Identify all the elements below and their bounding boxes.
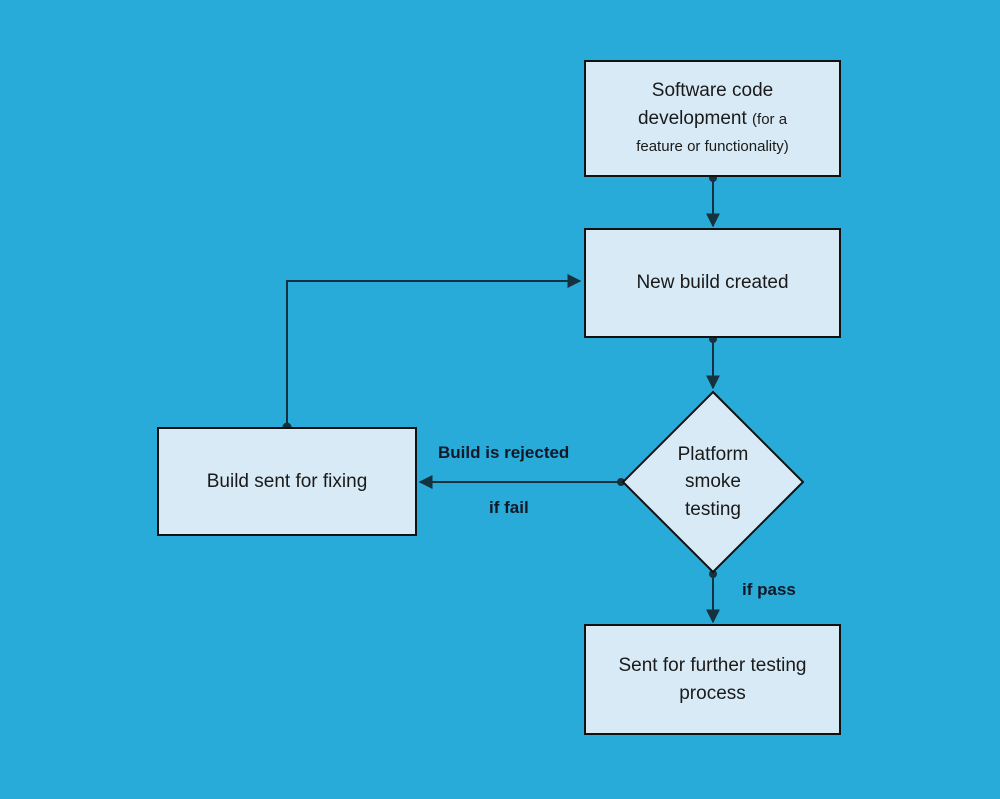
node-software-code-development[interactable]: Software code development (for a feature o… — [584, 60, 841, 177]
edge-new-build-to-smoke-testing — [706, 335, 720, 390]
edge-label-if-fail: if fail — [489, 498, 529, 517]
node-label: Build sent for fixing — [206, 470, 368, 492]
node-label: New build created — [636, 272, 789, 294]
node-label-line2-small: (for a — [752, 110, 788, 128]
node-label: Software code development (for a feature o… — [596, 77, 829, 160]
node-label: Sent for further testing process — [596, 652, 829, 707]
node-label-line2: process — [679, 682, 746, 704]
edge-label-build-is-rejected: Build is rejected — [438, 443, 570, 462]
node-label-line2: development — [637, 107, 753, 129]
edge-label-if-pass: if pass — [742, 580, 796, 599]
node-build-sent-for-fixing[interactable]: Build sent for fixing — [157, 427, 417, 536]
edge-build-fixing-to-new-build — [282, 274, 582, 432]
node-label-line1: Sent for further testing — [618, 654, 807, 676]
edge-smoke-testing-to-build-fixing — [418, 475, 625, 489]
node-label-line3-small: feature or functionality) — [636, 138, 789, 156]
node-label-line1: Software code — [651, 80, 774, 102]
node-sent-for-further-testing[interactable]: Sent for further testing process — [584, 624, 841, 735]
diamond-shape — [621, 390, 805, 574]
edge-development-to-new-build — [706, 174, 720, 228]
node-new-build-created[interactable]: New build created — [584, 228, 841, 338]
edge-smoke-testing-to-further-testing — [706, 570, 720, 624]
